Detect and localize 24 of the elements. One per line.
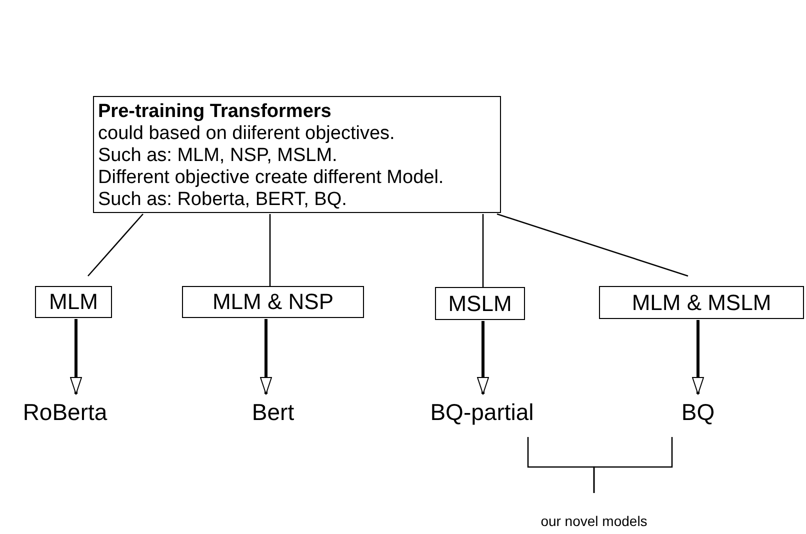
connector-line bbox=[496, 213, 688, 277]
box-heading: Pre-training Transformers bbox=[98, 101, 332, 123]
model-name: RoBerta bbox=[5, 396, 125, 428]
objective-label: MSLM bbox=[435, 287, 525, 320]
objective-label: MLM & NSP bbox=[182, 286, 364, 318]
connector-line bbox=[88, 214, 144, 276]
description-line: Such as: MLM, NSP, MSLM. bbox=[98, 145, 338, 167]
objective-label: MLM & MSLM bbox=[599, 286, 804, 319]
bracket-connector bbox=[593, 437, 673, 493]
objective-label: MLM bbox=[35, 286, 112, 318]
connector-line bbox=[269, 214, 271, 286]
model-name: Bert bbox=[223, 396, 323, 428]
model-name: BQ-partial bbox=[407, 396, 557, 428]
hollow-arrow bbox=[70, 319, 82, 394]
description-line: could based on diiferent objectives. bbox=[98, 123, 395, 145]
group-caption: our novel models bbox=[514, 510, 674, 532]
hollow-arrow bbox=[477, 321, 489, 394]
connector-line bbox=[482, 214, 484, 287]
hollow-arrow bbox=[260, 319, 272, 394]
description-line: Different objective create different Model. bbox=[98, 167, 444, 189]
hollow-arrow bbox=[692, 320, 704, 394]
description-line: Such as: Roberta, BERT, BQ. bbox=[98, 189, 347, 211]
model-name: BQ bbox=[660, 396, 736, 428]
description-box bbox=[93, 96, 501, 213]
